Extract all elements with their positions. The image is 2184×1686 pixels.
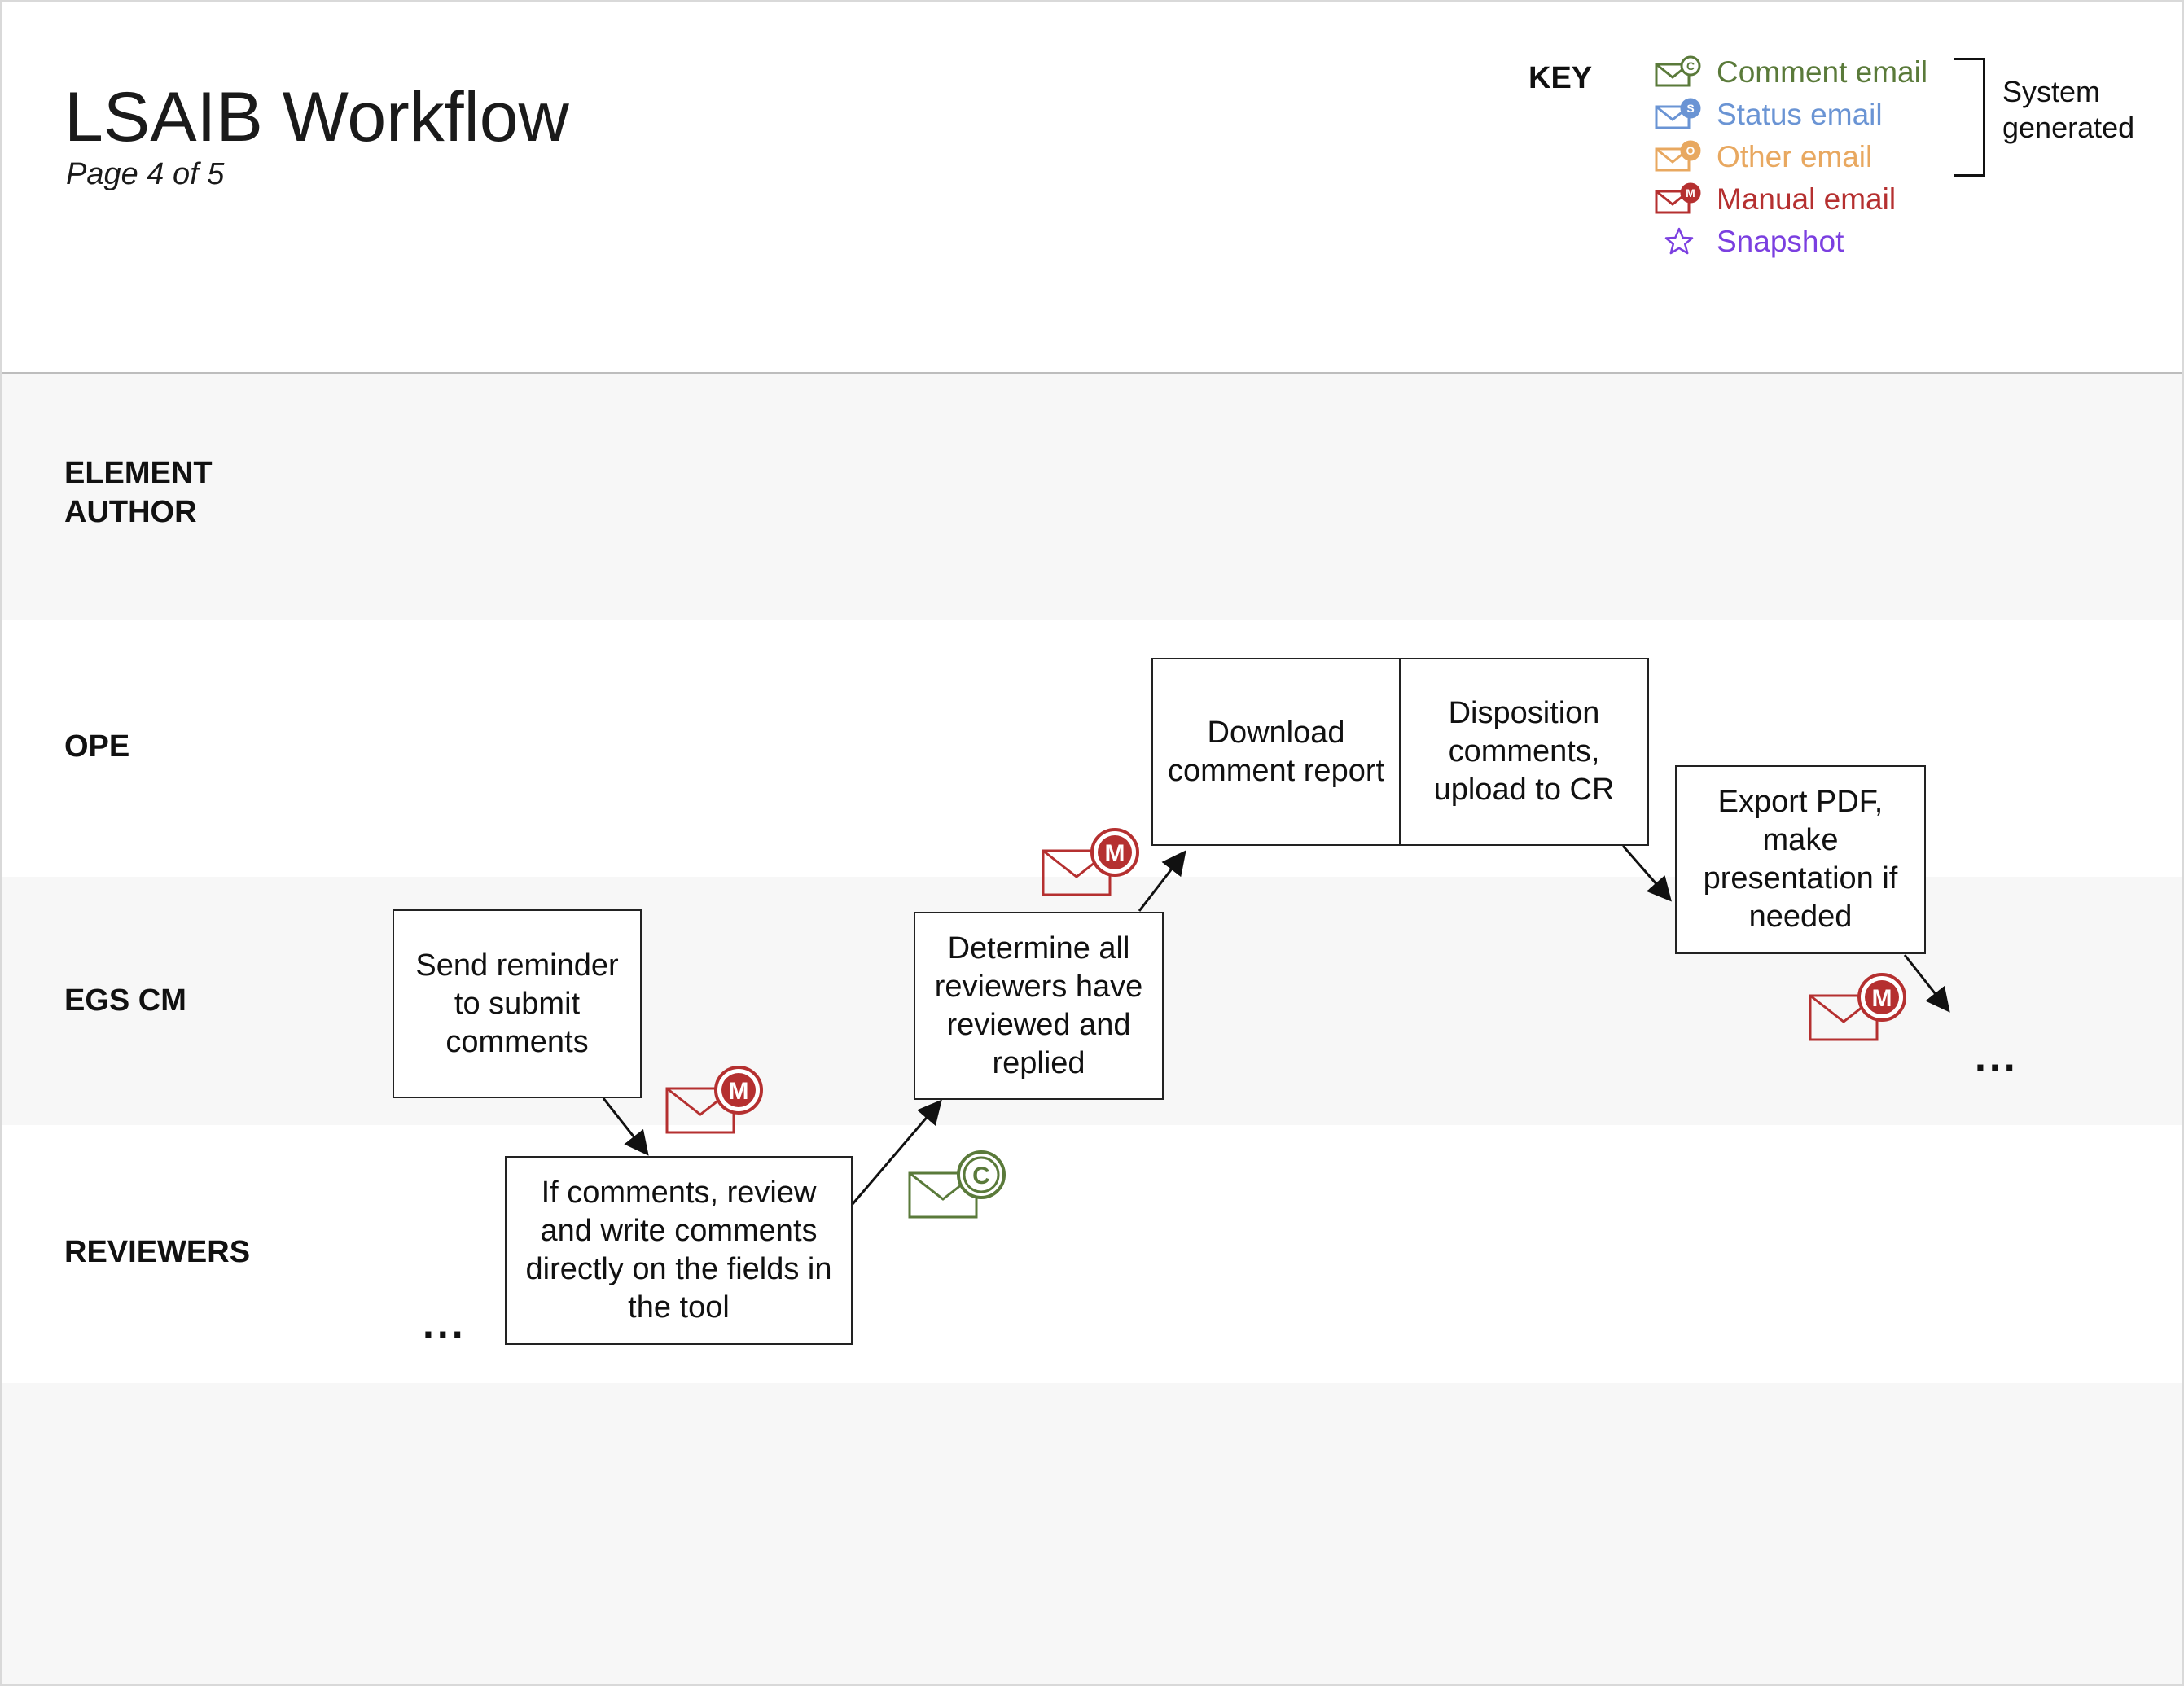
svg-text:C: C	[1686, 59, 1695, 72]
system-generated-bracket	[1954, 58, 1985, 177]
lane-label: REVIEWERS	[64, 1235, 251, 1269]
key-item-manual-email: M Manual email	[1651, 178, 1896, 221]
key-item-label: Snapshot	[1717, 225, 1844, 258]
header-separator	[2, 372, 2182, 374]
lane-label: ELEMENT AUTHOR	[64, 456, 213, 529]
manual-email-icon: M	[1040, 823, 1146, 904]
lane-label: OPE	[64, 729, 130, 764]
step-export-pdf: Export PDF, make presentation if needed	[1675, 765, 1926, 954]
svg-text:M: M	[1686, 186, 1695, 199]
manual-email-icon: M	[1807, 968, 1913, 1049]
page-subtitle: Page 4 of 5	[66, 157, 225, 191]
key-label: KEY	[1528, 61, 1593, 95]
key-item-status-email: S Status email	[1651, 94, 1883, 136]
key-item-other-email: O Other email	[1651, 136, 1872, 178]
continuation-ellipsis-right: ...	[1975, 1034, 2019, 1079]
lane-empty-footer	[2, 1383, 2182, 1684]
step-send-reminder: Send reminder to submit comments	[393, 909, 642, 1098]
arrow-reviewers-to-determine	[851, 1099, 942, 1205]
svg-text:M: M	[729, 1078, 749, 1105]
comment-email-icon: C	[1651, 51, 1707, 94]
step-disposition: Disposition comments, upload to CR	[1399, 658, 1649, 846]
arrow-reminder-to-reviewers	[602, 1097, 649, 1156]
star-icon	[1651, 221, 1707, 263]
lane-reviewers: REVIEWERS	[2, 1125, 2182, 1383]
key-item-label: Status email	[1717, 98, 1883, 131]
comment-email-icon: C	[906, 1145, 1012, 1226]
key-item-label: Comment email	[1717, 55, 1928, 89]
manual-email-icon: M	[1651, 178, 1707, 221]
svg-text:M: M	[1105, 840, 1125, 867]
continuation-ellipsis-left: ...	[423, 1301, 467, 1347]
svg-text:M: M	[1872, 985, 1892, 1012]
key-item-label: Manual email	[1717, 182, 1897, 216]
svg-text:S: S	[1686, 102, 1694, 115]
manual-email-icon: M	[664, 1061, 770, 1141]
arrow-determine-to-download	[1138, 850, 1186, 912]
step-write-comments: If comments, review and write comments d…	[505, 1156, 853, 1345]
key-item-snapshot: Snapshot	[1651, 221, 1844, 263]
system-generated-label: System generated	[2002, 75, 2135, 144]
svg-text:O: O	[1686, 144, 1695, 157]
key-item-comment-email: C Comment email	[1651, 51, 1927, 94]
step-determine-reviewed: Determine all reviewers have reviewed an…	[914, 912, 1164, 1100]
lane-label: EGS CM	[64, 983, 186, 1018]
arrow-export-to-continue	[1903, 954, 1950, 1013]
other-email-icon: O	[1651, 136, 1707, 178]
status-email-icon: S	[1651, 94, 1707, 136]
lane-element-author: ELEMENT AUTHOR	[2, 374, 2182, 620]
page-title: LSAIB Workflow	[64, 78, 569, 156]
svg-text:C: C	[972, 1163, 990, 1189]
key-item-label: Other email	[1717, 140, 1873, 173]
arrow-disposition-to-export	[1621, 845, 1672, 902]
step-download-report: Download comment report	[1151, 658, 1401, 846]
